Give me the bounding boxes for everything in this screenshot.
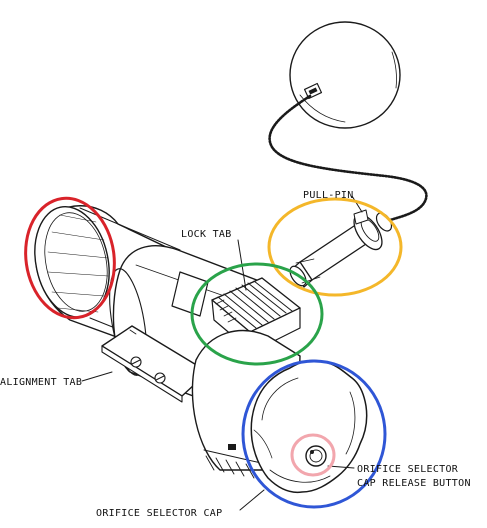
highlight-circle-yellow (267, 197, 403, 297)
label-lock-tab: LOCK TAB (181, 229, 232, 240)
alignment-tab (101, 325, 209, 403)
label-alignment-tab: ALIGNMENT TAB (0, 377, 82, 388)
label-orifice-selector-cap: ORIFICE SELECTOR CAP (96, 508, 222, 519)
highlight-circle-blue (241, 359, 387, 509)
highlight-circle-red (24, 196, 116, 320)
label-cap-release-button: CAP RELEASE BUTTON (357, 478, 471, 489)
label-pull-pin: PULL-PIN (303, 190, 354, 201)
label-orifice-selector: ORIFICE SELECTOR (357, 464, 459, 475)
leader-lines (81, 195, 363, 511)
highlight-circle-green (190, 262, 324, 366)
highlight-circle-pink (290, 433, 336, 477)
pull-pin (289, 209, 393, 288)
pull-ball (289, 21, 401, 129)
orifice-selector-cap (250, 359, 368, 494)
